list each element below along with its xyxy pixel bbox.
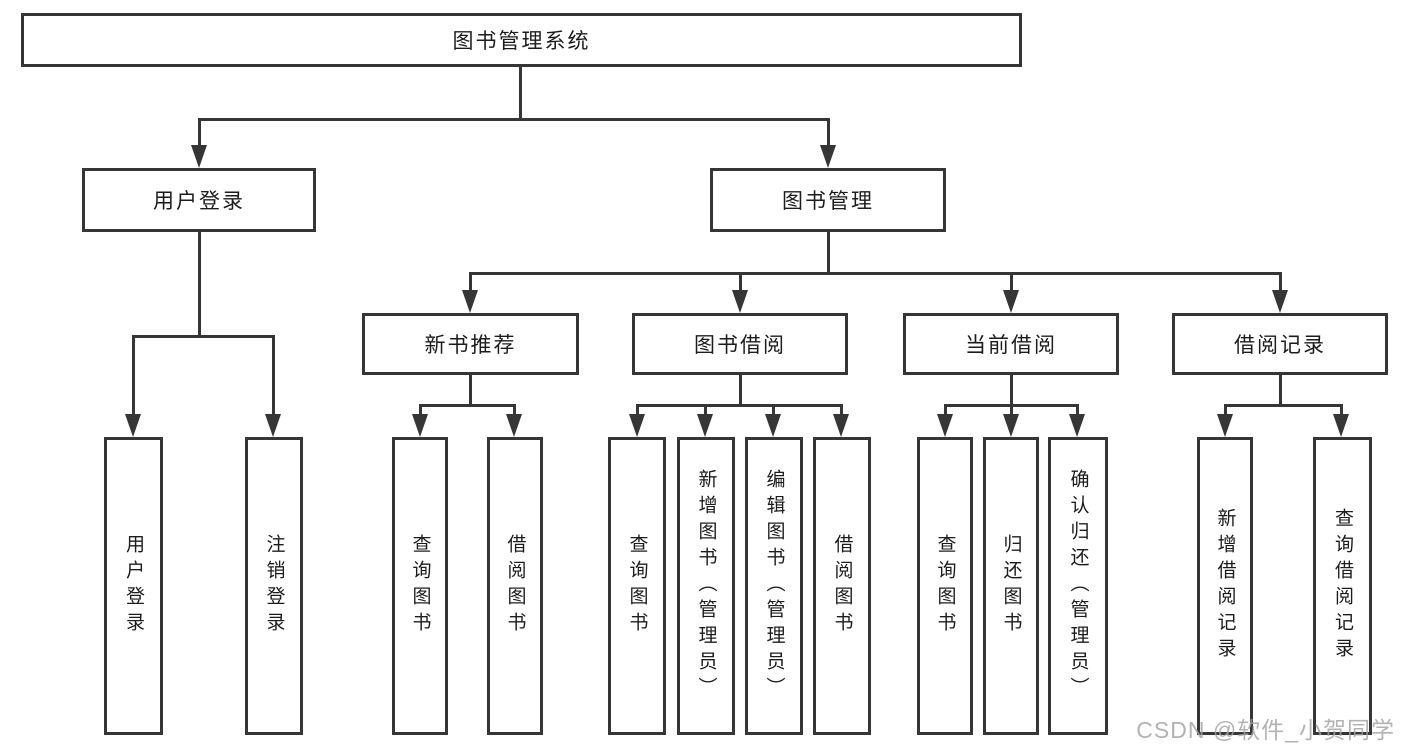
connector-hline bbox=[469, 272, 1281, 275]
connector-vline bbox=[272, 335, 275, 414]
leaf-query-books-recommend: 查询图书 bbox=[392, 437, 448, 735]
connector-hline bbox=[419, 404, 516, 407]
connector-hline bbox=[636, 404, 843, 407]
arrow-down-icon bbox=[265, 414, 281, 437]
arrow-down-icon bbox=[697, 414, 713, 437]
connector-vline bbox=[1010, 272, 1013, 290]
connector-vline bbox=[1010, 375, 1013, 404]
arrow-down-icon bbox=[462, 290, 478, 313]
node-book-borrowing: 图书借阅 bbox=[632, 313, 848, 375]
leaf-query-books-current: 查询图书 bbox=[917, 437, 973, 735]
connector-vline bbox=[132, 335, 135, 414]
leaf-logout: 注销登录 bbox=[245, 437, 303, 735]
arrow-down-icon bbox=[125, 414, 141, 437]
arrow-down-icon bbox=[732, 290, 748, 313]
arrow-down-icon bbox=[937, 414, 953, 437]
leaf-return-books: 归还图书 bbox=[983, 437, 1039, 735]
connector-vline bbox=[1010, 404, 1013, 414]
leaf-user-login: 用户登录 bbox=[104, 437, 163, 735]
connector-vline bbox=[944, 404, 947, 414]
node-borrowing-records: 借阅记录 bbox=[1172, 313, 1388, 375]
connector-vline bbox=[739, 272, 742, 290]
connector-vline bbox=[469, 272, 472, 290]
node-book-management: 图书管理 bbox=[710, 168, 946, 232]
connector-vline bbox=[519, 65, 522, 118]
connector-vline bbox=[513, 404, 516, 414]
node-library-management-system: 图书管理系统 bbox=[21, 13, 1022, 67]
connector-vline bbox=[198, 232, 201, 335]
connector-vline bbox=[772, 404, 775, 414]
node-current-borrowing: 当前借阅 bbox=[903, 313, 1119, 375]
leaf-add-borrow-record: 新增借阅记录 bbox=[1197, 437, 1253, 735]
leaf-add-books-admin: 新增图书（管理员） bbox=[677, 437, 735, 735]
connector-vline bbox=[1076, 404, 1079, 414]
connector-vline bbox=[1279, 272, 1282, 290]
node-user-login: 用户登录 bbox=[82, 168, 316, 232]
arrow-down-icon bbox=[1333, 414, 1349, 437]
arrow-down-icon bbox=[191, 145, 207, 168]
arrow-down-icon bbox=[1217, 414, 1233, 437]
node-new-book-recommend: 新书推荐 bbox=[362, 313, 579, 375]
leaf-query-books-borrowing: 查询图书 bbox=[608, 437, 666, 735]
connector-vline bbox=[704, 404, 707, 414]
arrow-down-icon bbox=[765, 414, 781, 437]
connector-vline bbox=[827, 118, 830, 145]
connector-hline bbox=[1224, 404, 1343, 407]
csdn-watermark: CSDN @软件_小贺同学 bbox=[1136, 717, 1395, 743]
connector-vline bbox=[1279, 375, 1282, 404]
connector-hline bbox=[198, 118, 830, 121]
connector-vline bbox=[419, 404, 422, 414]
arrow-down-icon bbox=[1272, 290, 1288, 313]
connector-vline bbox=[198, 118, 201, 145]
arrow-down-icon bbox=[833, 414, 849, 437]
arrow-down-icon bbox=[1003, 414, 1019, 437]
arrow-down-icon bbox=[412, 414, 428, 437]
leaf-query-borrow-record: 查询借阅记录 bbox=[1313, 437, 1372, 735]
arrow-down-icon bbox=[506, 414, 522, 437]
leaf-borrow-books: 借阅图书 bbox=[813, 437, 871, 735]
leaf-edit-books-admin: 编辑图书（管理员） bbox=[745, 437, 803, 735]
leaf-confirm-return-admin: 确认归还（管理员） bbox=[1048, 437, 1108, 735]
connector-hline bbox=[132, 335, 275, 338]
leaf-borrow-books-recommend: 借阅图书 bbox=[487, 437, 543, 735]
arrow-down-icon bbox=[629, 414, 645, 437]
connector-vline bbox=[469, 375, 472, 404]
arrow-down-icon bbox=[1069, 414, 1085, 437]
connector-vline bbox=[636, 404, 639, 414]
connector-vline bbox=[1224, 404, 1227, 414]
connector-vline bbox=[827, 232, 830, 272]
connector-vline bbox=[1340, 404, 1343, 414]
connector-vline bbox=[840, 404, 843, 414]
arrow-down-icon bbox=[820, 145, 836, 168]
arrow-down-icon bbox=[1003, 290, 1019, 313]
connector-vline bbox=[739, 375, 742, 404]
